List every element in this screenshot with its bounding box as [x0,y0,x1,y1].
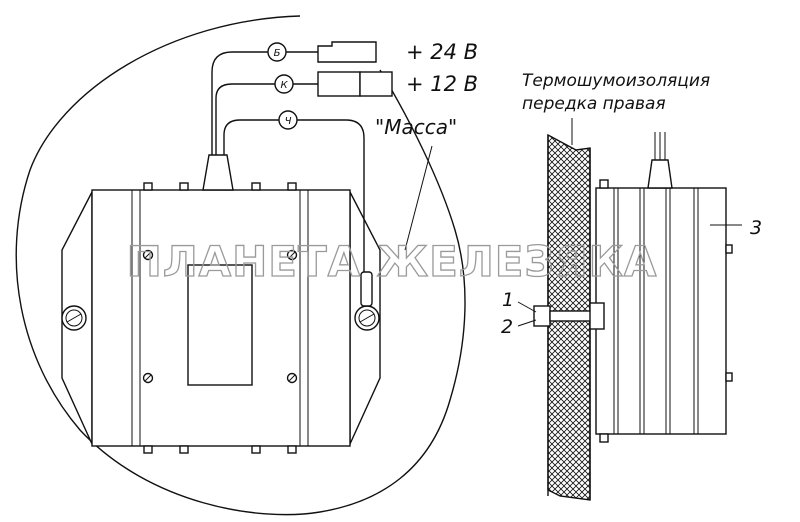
top-tabs [143,182,297,454]
terminal-12v [317,71,361,97]
side-view [517,118,742,501]
bolt-head [533,305,551,327]
callout-1: 1 [502,289,514,311]
voltage-24-label: + 24 В [406,40,478,64]
wire-tag-k: К [274,74,294,94]
wire-tag-b: Б [267,42,287,62]
callout-2: 2 [501,316,513,338]
callout-3: 3 [750,217,762,239]
insulation-label-line2: передка правая [522,94,666,114]
mounting-bolt-right [354,305,380,331]
label-window [187,264,253,386]
device-side-body [595,187,727,435]
mounting-bolt-left [61,305,87,331]
terminal-24v [317,41,377,63]
wire-tag-b-text: Б [274,48,281,59]
cable-gland [202,154,234,191]
voltage-12-label: + 12 В [406,72,478,96]
ground-label: "Масса" [375,115,457,139]
wire-tag-ch: Ч [278,110,298,130]
bolt-shank [549,310,597,322]
side-cable-gland [647,159,673,189]
screw-icon [142,249,298,384]
wire-tag-k-text: К [280,80,288,91]
ground-lug [360,271,373,307]
watermark: ПЛАНЕТА ЖЕЛЕЗЯКА [127,237,658,286]
boundary-outline [15,15,466,516]
device-front-view [61,154,381,454]
insulation-label-line1: Термошумоизоляция [522,71,710,91]
wire-tag-ch-text: Ч [285,116,292,127]
